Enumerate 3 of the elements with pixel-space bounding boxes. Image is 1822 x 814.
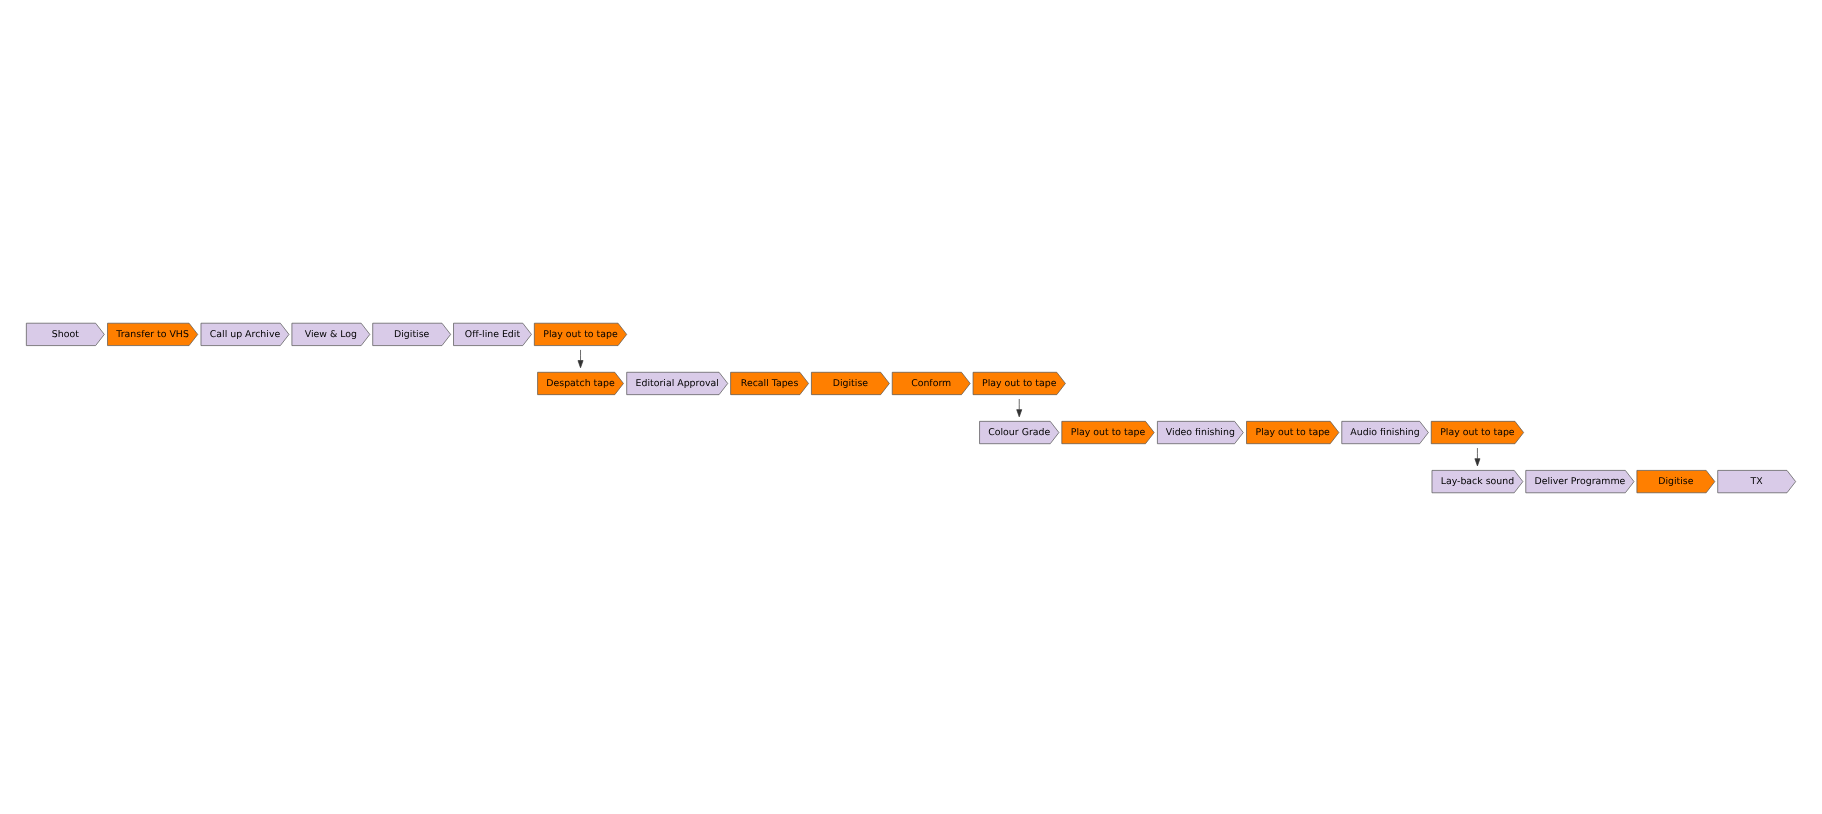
arrow	[577, 348, 584, 368]
arrow	[1474, 446, 1481, 466]
arrow	[1016, 397, 1023, 417]
